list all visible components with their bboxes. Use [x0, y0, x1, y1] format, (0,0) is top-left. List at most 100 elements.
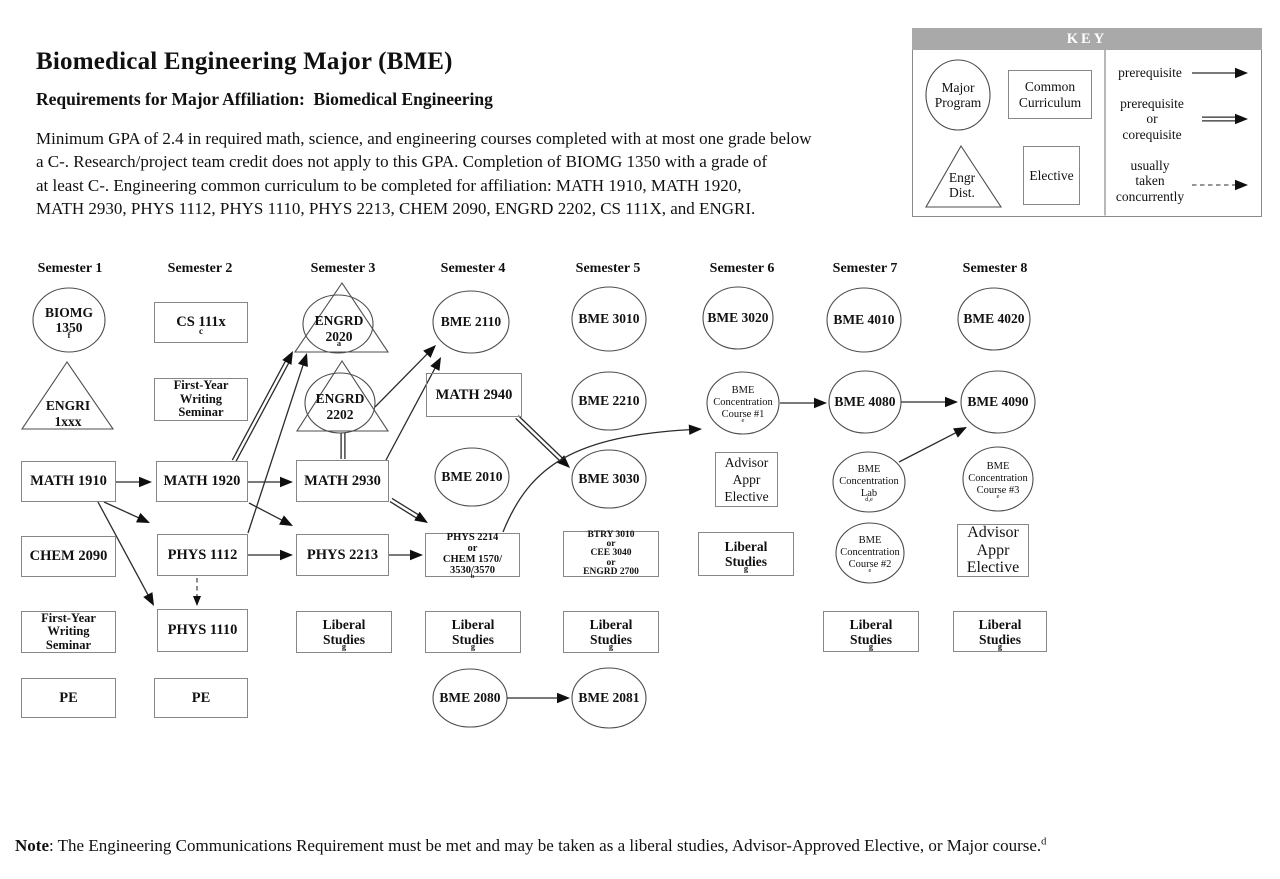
semester-header-2: Semester 2: [167, 261, 233, 276]
shape-bme-2110: [432, 290, 510, 354]
edge-math-1920-to-phys-2213: [248, 502, 285, 523]
semester-header-3: Semester 3: [310, 261, 376, 276]
edge-math-1910-to-phys-1110-arrowhead: [143, 592, 154, 606]
edge-bme-4080-to-bme-4090-arrowhead: [945, 396, 958, 408]
footnote-text: : The Engineering Communications Require…: [48, 836, 1042, 855]
edge-bme-conc-lab-to-bme-4090: [898, 430, 959, 463]
edge-math-2930-to-bme-2110: [385, 365, 437, 461]
edge-math-1920-to-engrd-2020: [235, 360, 291, 463]
edge-phys-2214-to-bme-conc-1: [502, 428, 693, 533]
shape-bme-4010: [826, 287, 902, 353]
phys-2213: PHYS 2213: [296, 534, 389, 576]
edge-bme-conc-1-to-bme-4080-arrowhead: [814, 397, 827, 409]
bme-2081: BME 2081: [578, 690, 640, 706]
shape-bme-4020: [957, 287, 1031, 351]
shape-bme-2210: [571, 371, 647, 431]
shape-bme-conc-2: [835, 522, 905, 584]
edge-math-1910-to-math-1920-arrowhead: [139, 476, 152, 488]
footnote-superscript: d: [1041, 836, 1047, 848]
paragraph-line: MATH 2930, PHYS 1112, PHYS 1110, PHYS 22…: [36, 199, 756, 219]
shape-bme-3010: [571, 286, 647, 352]
pe-1: PE: [21, 678, 116, 718]
chem-2090: CHEM 2090: [21, 536, 116, 577]
math-2940: MATH 2940: [426, 373, 522, 417]
shape-biomg-1350: [32, 287, 106, 353]
shape-bme-4090: [960, 370, 1036, 434]
shape-bme-conc-3: [962, 446, 1034, 512]
bme-3020: BME 3020: [707, 310, 769, 326]
edge-math-2940-to-bme-3030: [517, 415, 565, 461]
edge-key-arrow-concurrent-arrowhead: [1235, 179, 1248, 191]
shape-key-major-program: [925, 59, 991, 131]
paragraph-line: a C-. Research/project team credit does …: [36, 152, 768, 172]
edge-math-1920-to-math-2930-arrowhead: [280, 476, 293, 488]
edge-math-1910-to-phys-1112-arrowhead: [136, 512, 150, 523]
semester-header-8: Semester 8: [962, 261, 1028, 276]
edge-phys-1112-to-engrd-2020: [247, 362, 305, 534]
footnote: Note: The Engineering Communications Req…: [15, 836, 1046, 856]
edge-phys-2213-to-phys-2214-arrowhead: [410, 549, 423, 561]
paragraph-line: at least C-. Engineering common curricul…: [36, 175, 742, 195]
edge-key-arrow-prereq-or-coreq-arrowhead: [1235, 113, 1248, 125]
bme-3030: BME 3030: [578, 471, 640, 487]
edge-bme-conc-lab-to-bme-4090-arrowhead: [953, 427, 967, 438]
key-arrow-prerequisite-label: prerequisite: [1118, 65, 1182, 81]
shape-bme-3030: [571, 449, 647, 509]
pe-2: PE: [154, 678, 248, 718]
key-elective: Elective: [1023, 146, 1080, 205]
shape-engri-1xxx: [20, 361, 115, 430]
shape-bme-2010: [434, 447, 510, 507]
shape-engrd-2202: [295, 359, 390, 432]
math-2930: MATH 2930: [296, 460, 389, 502]
edge-math-2930-to-phys-2214: [391, 497, 422, 517]
bme-4010: BME 4010: [833, 312, 895, 328]
edge-math-1920-to-phys-2213-arrowhead: [279, 515, 293, 526]
paragraph-line: Minimum GPA of 2.4 in required math, sci…: [36, 129, 812, 148]
semester-header-7: Semester 7: [832, 261, 898, 276]
edge-phys-2214-to-bme-conc-1-arrowhead: [688, 424, 702, 435]
shape-engrd-2020: [293, 282, 390, 353]
math-1920: MATH 1920: [156, 461, 248, 502]
edge-phys-1112-to-phys-2213-arrowhead: [280, 549, 293, 561]
edge-phys-1112-to-phys-1110-arrowhead: [193, 596, 201, 606]
semester-header-5: Semester 5: [575, 261, 641, 276]
semester-header-1: Semester 1: [37, 261, 103, 276]
bme-4080: BME 4080: [834, 394, 896, 410]
semester-header-6: Semester 6: [709, 261, 775, 276]
shape-bme-2081: [571, 667, 647, 729]
edge-math-2930-to-phys-2214-arrowhead: [414, 511, 428, 523]
bme-2080: BME 2080: [439, 690, 501, 706]
phys-1110: PHYS 1110: [157, 609, 248, 652]
shape-circle-engrd-2020: [302, 294, 374, 354]
edge-math-2940-to-bme-3030: [515, 417, 563, 464]
edge-math-1910-to-phys-1110: [97, 501, 150, 598]
shape-bme-3020: [702, 286, 774, 350]
shape-bme-conc-1: [706, 371, 780, 435]
page-subtitle: Requirements for Major Affiliation: Biom…: [36, 89, 493, 109]
page-title: Biomedical Engineering Major (BME): [36, 48, 453, 75]
